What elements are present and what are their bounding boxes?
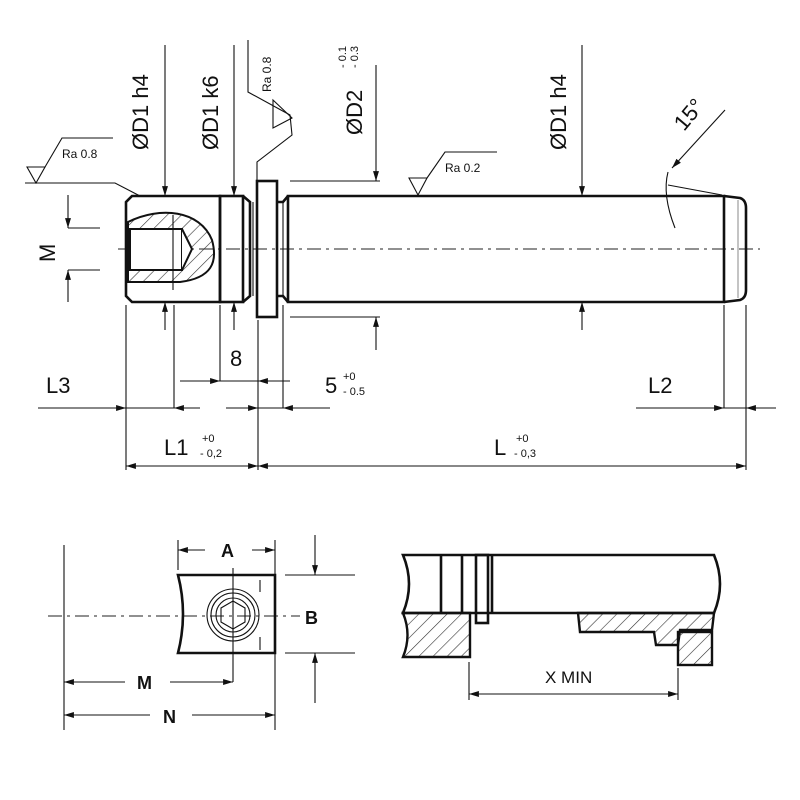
clamp-block [176, 573, 277, 655]
angle-arc [665, 171, 676, 229]
l1-tol-lower: - 0,2 [200, 448, 222, 460]
a-label: A [221, 541, 234, 561]
roughness-symbol-icon [26, 137, 113, 185]
dim-5-tol-lower: - 0.5 [343, 386, 365, 398]
d1-k6-label: ØD1 k6 [198, 75, 223, 150]
n-label: N [163, 707, 176, 727]
collar [255, 179, 279, 319]
b-label: B [305, 608, 318, 628]
ra-collar-leader [247, 40, 293, 181]
l1-label: L1 [164, 435, 188, 460]
ra-shaft-label: Ra 0.2 [445, 161, 481, 175]
l-label: L [494, 435, 506, 460]
l3-label: L3 [46, 373, 70, 398]
install-view: X MIN [401, 553, 722, 700]
d2-tol-lower: - 0.3 [349, 46, 361, 68]
angle-label: 15° [669, 94, 710, 136]
d2-tol-upper: - 0.1 [337, 46, 349, 68]
ra-left-leader [25, 182, 141, 197]
angle-leader [671, 109, 726, 169]
main-dimensions: ØD1 h4 ØD1 k6 Ra 0.8 ØD2 - 0.1 - 0.3 ØD1… [25, 40, 776, 470]
ra-collar-label: Ra 0.8 [260, 56, 274, 92]
housing-end-section [676, 630, 714, 667]
housing-left-section [401, 611, 472, 659]
l2-label: L2 [648, 373, 672, 398]
dim-5-label: 5 [325, 373, 337, 398]
m-label: M [35, 244, 60, 262]
groove-left [242, 195, 252, 303]
drill-point [181, 228, 194, 271]
threaded-hole [129, 228, 183, 271]
installed-shaft [401, 553, 722, 615]
d1-h4-left-label: ØD1 h4 [128, 74, 153, 150]
x-min-label: X MIN [545, 668, 592, 687]
l-tol-lower: - 0,3 [514, 448, 536, 460]
shaft-main-view [118, 179, 760, 319]
shaft-collar [474, 553, 490, 625]
dim-8-label: 8 [230, 346, 242, 371]
d2-label: ØD2 [342, 90, 367, 135]
end-view: A B M N [48, 535, 355, 730]
m-end-label: M [137, 673, 152, 693]
shaft-end-chamfer [723, 194, 748, 304]
ra-left-label: Ra 0.8 [62, 147, 98, 161]
angle-line [667, 184, 723, 196]
dim-5-tol-upper: +0 [343, 371, 356, 383]
d1-h4-right-label: ØD1 h4 [546, 74, 571, 150]
roughness-symbol-icon [408, 151, 497, 197]
l1-tol-upper: +0 [202, 433, 215, 445]
roughness-symbol-icon [272, 98, 293, 129]
l-tol-upper: +0 [516, 433, 529, 445]
